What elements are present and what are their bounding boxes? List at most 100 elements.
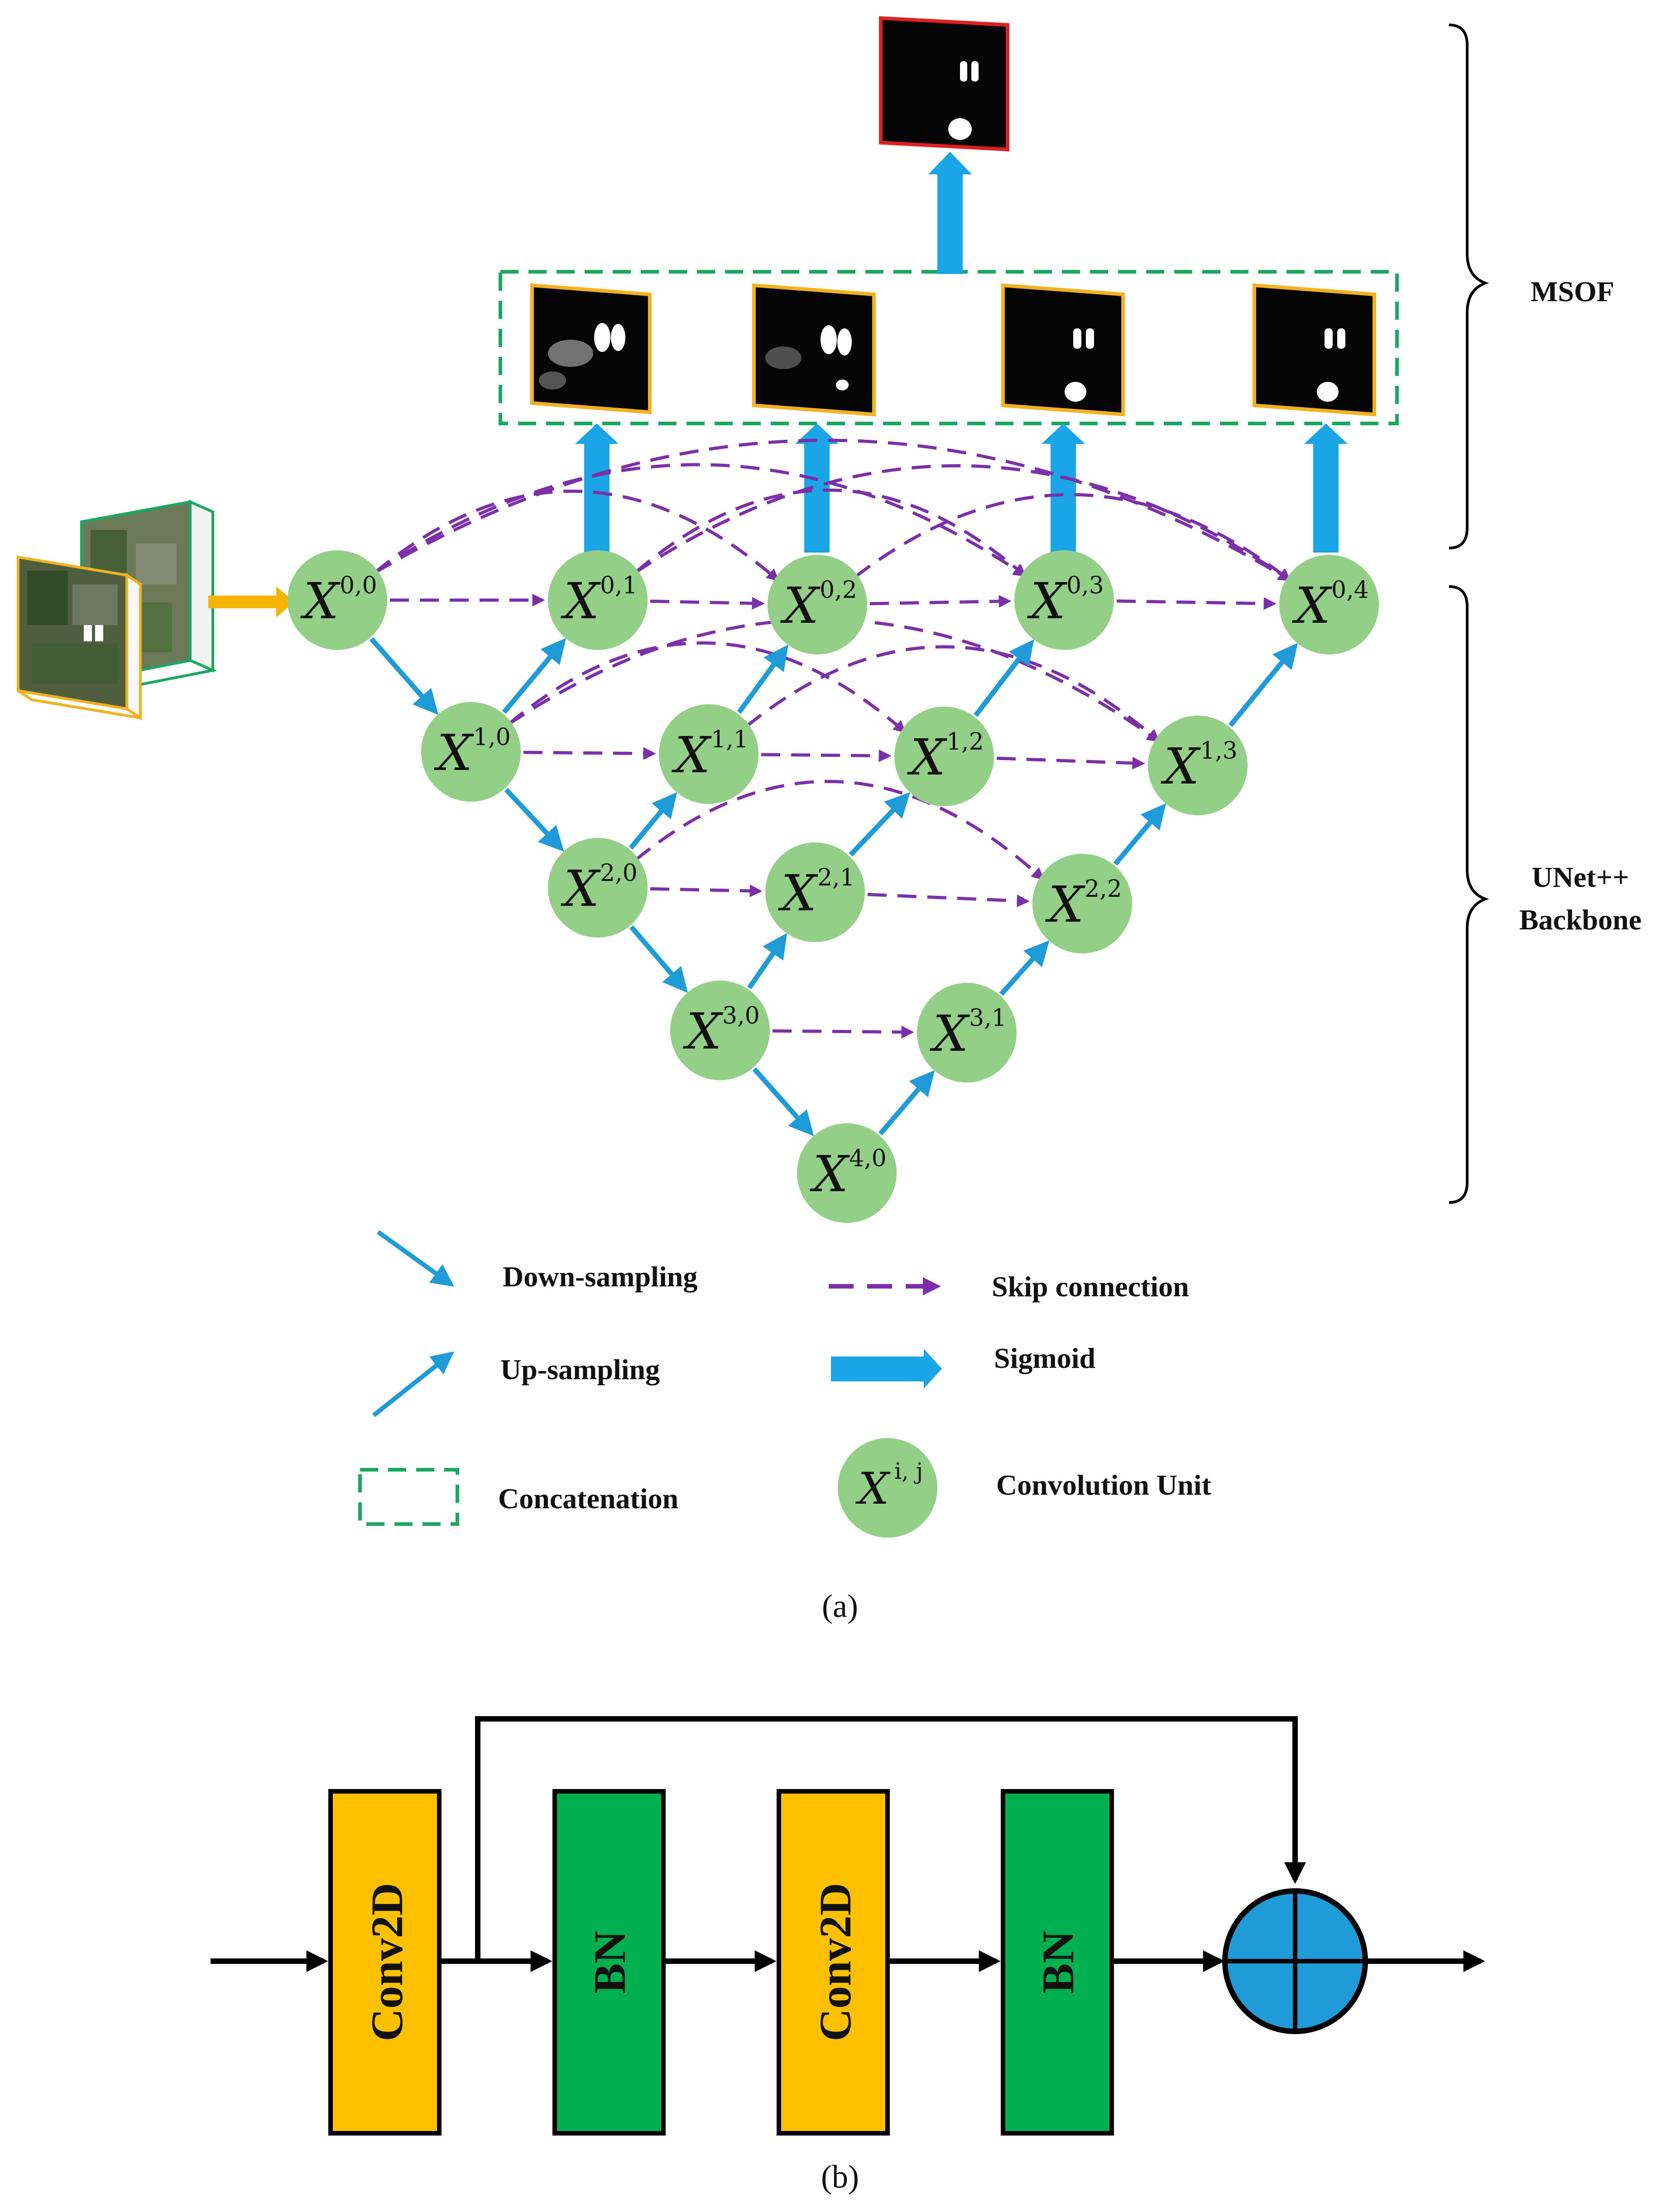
block-bn-2-label: BN: [1033, 1931, 1083, 1994]
node-circle: [917, 983, 1017, 1082]
block-conv2d-2-label: Conv2D: [810, 1883, 860, 2041]
node-sup-label: 1,2: [946, 728, 984, 755]
skip-connection-2-0-to-2-2: [634, 779, 1045, 880]
node-base-label: X: [682, 1002, 723, 1060]
node-circle: [288, 550, 387, 650]
block-bn-2: [1001, 1789, 1114, 2136]
block-bn-1: [552, 1789, 666, 2136]
node-sup-label: 2,2: [1085, 876, 1122, 903]
input-images: [17, 500, 294, 721]
skip-connection-1-0-to-1-1: [523, 747, 656, 760]
sampling-edge-1-0-to-2-0: [504, 788, 564, 852]
block-conv2d-1-label: Conv2D: [362, 1883, 412, 2041]
output-map-1: [530, 283, 652, 414]
legend-down-sampling-text: Down-sampling: [503, 1260, 697, 1293]
legend-up-sampling-text: Up-sampling: [500, 1353, 660, 1385]
node-circle: [765, 842, 865, 942]
input-arrow: [208, 587, 294, 617]
node-circle: [548, 838, 648, 938]
msof-brace: [1449, 24, 1489, 549]
sampling-edge-1-0-to-0-1: [502, 638, 566, 714]
msof-section: [499, 16, 1399, 553]
skip-connection-0-1-to-0-4: [634, 464, 1291, 582]
node-sup-label: 1,3: [1200, 737, 1238, 765]
node-base-label: X: [778, 864, 818, 922]
legend-unit-circle: [838, 1438, 937, 1538]
skip-connection-3-0-to-3-1: [772, 1025, 914, 1039]
node-circle: [1014, 550, 1114, 650]
sampling-edge-0-0-to-1-0: [370, 637, 438, 715]
sampling-edge-3-1-to-2-2: [999, 940, 1050, 996]
sigmoid-arrow-final: [928, 152, 972, 274]
caption-a: (a): [822, 1588, 858, 1624]
legend-skip-connection: Skip connection: [829, 1270, 1189, 1303]
node-base-label: X: [907, 728, 947, 786]
legend: Down-sampling Up-sampling Concatenation …: [358, 1230, 1211, 1538]
node-circle: [548, 550, 648, 650]
node-base-label: X: [1045, 876, 1085, 933]
node-base-label: X: [809, 1145, 850, 1203]
skip-connection-1-0-to-1-2: [507, 641, 907, 733]
node-base-label: X: [671, 726, 712, 784]
skip-connection-0-0-to-0-2: [374, 490, 780, 582]
block-conv2d-2: [777, 1789, 890, 2136]
output-map-4: [1253, 283, 1376, 417]
node-base-label: X: [560, 860, 601, 918]
sigmoid-arrows: [575, 152, 1348, 553]
legend-sigmoid: Sigmoid: [831, 1342, 1095, 1389]
legend-unit-base: X: [855, 1463, 891, 1514]
output-map-2: [752, 283, 876, 417]
legend-unit-sup: i, j: [894, 1458, 923, 1484]
final-output-map: [879, 16, 1009, 152]
skip-connection-2-1-to-2-2: [867, 893, 1030, 907]
skip-connection-2-0-to-2-1: [650, 884, 763, 897]
backbone-label-line2: Backbone: [1519, 904, 1642, 936]
node-sup-label: 1,0: [473, 724, 511, 751]
node-circle: [894, 707, 994, 806]
skip-connection-0-2-to-0-3: [869, 595, 1012, 608]
node-circle: [1032, 854, 1132, 953]
skip-connection-0-2-to-0-4: [854, 493, 1291, 582]
node-sup-label: 0,4: [1331, 577, 1369, 604]
node-sup-label: 0,3: [1066, 572, 1104, 599]
skip-connection-1-1-to-1-2: [761, 749, 892, 762]
sampling-edge-3-0-to-2-1: [747, 933, 787, 990]
node-circle: [421, 702, 521, 802]
sampling-edge-3-0-to-4-0: [752, 1067, 814, 1136]
node-sup-label: 2,0: [600, 860, 638, 887]
msof-label: MSOF: [1531, 275, 1614, 308]
node-circle: [797, 1123, 897, 1223]
residual-shortcut: [475, 1716, 1306, 1961]
input-image-front: [17, 555, 142, 721]
node-sup-label: 4,0: [849, 1145, 887, 1172]
node-circle: [1148, 716, 1248, 815]
node-sup-label: 3,0: [722, 1002, 760, 1029]
output-map-3: [1001, 283, 1125, 417]
sampling-edge-2-0-to-3-0: [629, 925, 688, 993]
skip-connection-0-3-to-0-4: [1116, 597, 1277, 610]
sampling-edge-1-1-to-0-2: [737, 645, 788, 714]
sampling-edge-1-3-to-0-4: [1228, 643, 1298, 727]
sampling-edge-2-1-to-1-2: [849, 792, 910, 857]
node-base-label: X: [1160, 737, 1201, 795]
legend-sigmoid-text: Sigmoid: [994, 1342, 1095, 1374]
sampling-edges: [370, 637, 1298, 1136]
concatenation-box: [499, 270, 1399, 425]
backbone-label-line1: UNet++: [1531, 861, 1629, 893]
node-sup-label: 3,1: [969, 1005, 1007, 1032]
sigmoid-arrow-4: [1304, 423, 1348, 553]
